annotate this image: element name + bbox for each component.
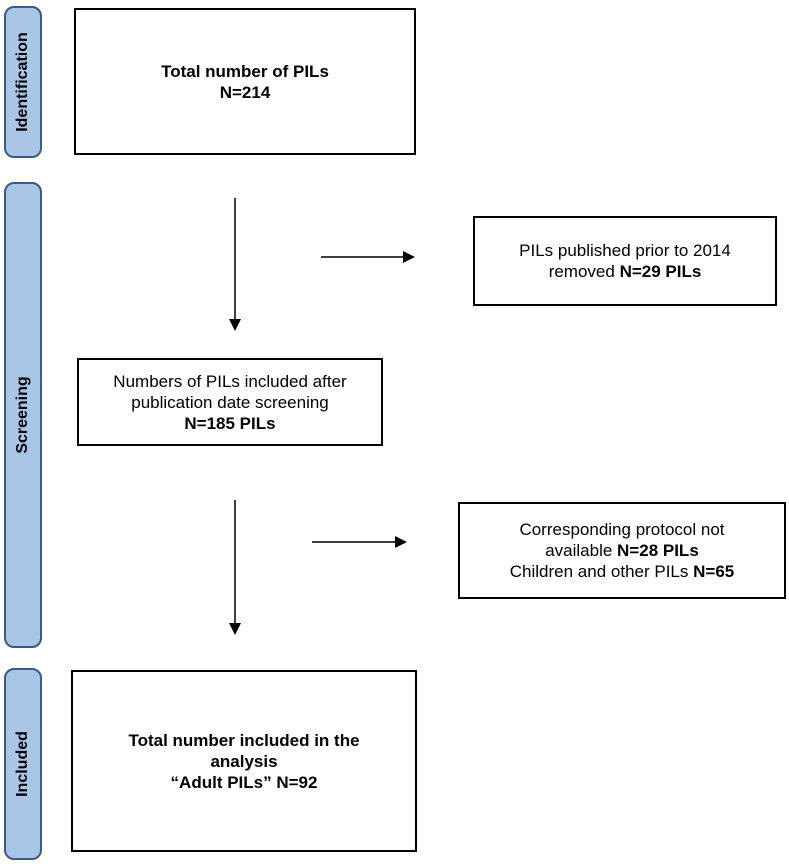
- after-screening-count: N=185 PILs: [184, 413, 276, 433]
- after-screening-line2: publication date screening: [131, 392, 329, 412]
- excluded-line1: Corresponding protocol not: [519, 520, 725, 539]
- excluded-line3: Children and other PILs N=65: [510, 561, 734, 582]
- stage-screening-tab: Screening: [4, 182, 42, 648]
- arrow-right-1-head: [403, 251, 415, 263]
- after-screening-line1: Numbers of PILs included after: [113, 371, 347, 391]
- arrow-down-2-head: [229, 623, 241, 635]
- arrow-right-2-head: [395, 536, 407, 548]
- removed-pre-2014-line2: removed N=29 PILs: [549, 261, 702, 282]
- removed-label: removed: [548, 262, 620, 281]
- excluded-protocol-label: available: [545, 541, 618, 560]
- total-pils-title: Total number of PILs: [161, 61, 329, 81]
- final-included-line2: analysis: [210, 751, 278, 771]
- excluded-protocol-count: N=28 PILs: [617, 541, 699, 560]
- total-pils-box: Total number of PILs N=214: [74, 8, 416, 155]
- final-included-count: “Adult PILs” N=92: [170, 772, 318, 792]
- final-included-box: Total number included in the analysis “A…: [71, 670, 417, 852]
- excluded-children-count: N=65: [693, 562, 735, 581]
- final-included-line1: Total number included in the: [128, 730, 360, 750]
- removed-count: N=29 PILs: [619, 262, 702, 281]
- stage-identification-tab: Identification: [4, 6, 42, 158]
- total-pils-count: N=214: [219, 82, 271, 102]
- removed-pre-2014-text: PILs published prior to 2014: [519, 241, 731, 260]
- stage-included-tab: Included: [4, 668, 42, 860]
- excluded-box: Corresponding protocol not available N=2…: [458, 502, 786, 599]
- excluded-children-label: Children and other PILs: [509, 562, 694, 581]
- after-screening-box: Numbers of PILs included after publicati…: [77, 358, 383, 446]
- removed-pre-2014-box: PILs published prior to 2014 removed N=2…: [473, 216, 777, 306]
- arrow-down-1-head: [229, 319, 241, 331]
- excluded-line2: available N=28 PILs: [545, 540, 699, 561]
